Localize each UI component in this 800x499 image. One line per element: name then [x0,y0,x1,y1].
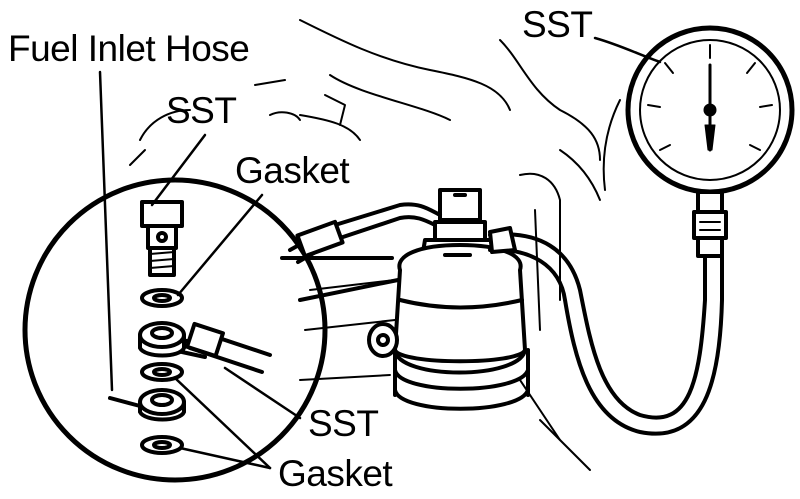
label-gasket-lower: Gasket [278,453,393,494]
label-gasket-upper: Gasket [235,150,350,191]
leader-gasket-lower-b [178,446,272,470]
leader-gasket-upper [176,193,264,297]
detail-circle [22,177,328,483]
label-fuel-inlet-hose: Fuel Inlet Hose [8,28,250,69]
label-sst-bottom: SST [308,403,379,444]
pressure-gauge [625,25,795,258]
leader-gasket-lower-a [173,376,272,470]
fuel-filter-assembly [367,188,530,411]
gauge-hose [488,226,724,436]
leader-lines [98,36,662,470]
leader-sst-gauge [593,36,662,64]
exploded-parts [108,200,272,455]
label-sst-gauge: SST [522,4,593,45]
fuel-inlet-hose [288,202,442,264]
detail-pointer-lower [298,278,400,302]
leader-fuel-inlet-hose [98,70,114,392]
leader-sst-bottom [223,366,302,420]
leader-sst-top-left [150,133,207,207]
label-sst-top-left: SST [166,90,237,131]
